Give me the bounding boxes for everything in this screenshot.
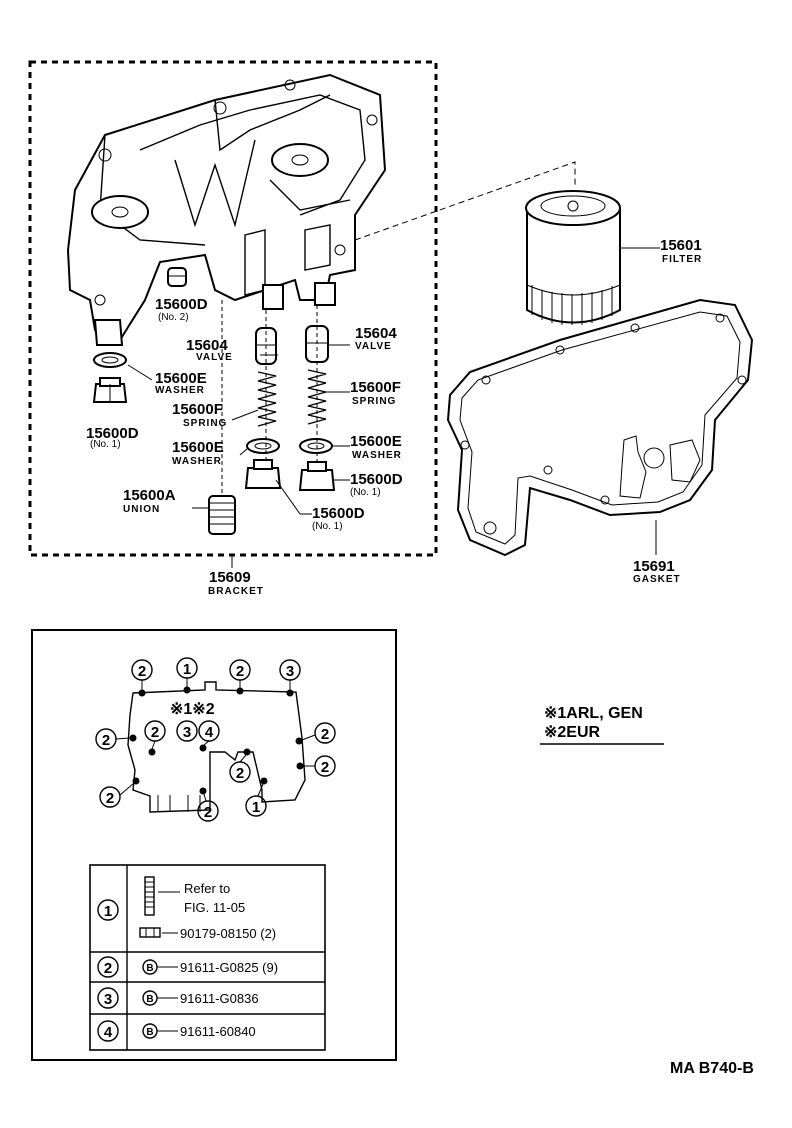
table-row1-line1: Refer to [184, 881, 230, 896]
part-15601-number: 15601 [660, 237, 702, 254]
callout-6: 3 [176, 720, 198, 742]
plug-no2-illustration [167, 267, 187, 287]
part-15604-right-desc: VALVE [355, 341, 392, 352]
part-15600E-right-number: 15600E [350, 433, 402, 450]
spring-left-illustration [257, 371, 277, 427]
svg-text:2: 2 [106, 790, 114, 807]
variant-mark: ※1※2 [170, 701, 215, 718]
part-15600D-no1-bottom-sub: (No. 1) [312, 521, 343, 532]
callout-7: 4 [198, 720, 220, 742]
svg-text:1: 1 [252, 799, 260, 816]
bolt-b-symbol-4: B [146, 1027, 153, 1038]
part-15600D-no2-number: 15600D [155, 296, 208, 313]
table-row1-part: 90179-08150 (2) [180, 926, 276, 941]
bolt-map-box [31, 629, 397, 1061]
table-key-4: 4 [104, 1024, 113, 1041]
bolt-holes [129, 686, 304, 795]
callout-14: 1 [245, 795, 267, 817]
svg-text:2: 2 [321, 759, 329, 776]
part-15609-number: 15609 [209, 569, 251, 586]
nut-icon [139, 927, 161, 938]
part-15600E-left1-desc: WASHER [155, 385, 205, 396]
callout-3: 2 [229, 659, 251, 681]
oil-filter-illustration [525, 190, 621, 325]
part-15600E-right-desc: WASHER [352, 450, 402, 461]
svg-text:2: 2 [236, 663, 244, 680]
part-15600F-right-number: 15600F [350, 379, 401, 396]
callout-1: 2 [131, 659, 153, 681]
table-key-3: 3 [104, 991, 112, 1008]
part-15600E-left1-number: 15600E [155, 370, 207, 387]
bolt-b-symbol-2: B [146, 963, 153, 974]
table-key-2: 2 [104, 960, 112, 977]
svg-text:4: 4 [205, 724, 214, 741]
figure-code: MA B740-B [670, 1060, 754, 1077]
part-15600A-desc: UNION [123, 504, 160, 515]
bracket-illustration [66, 73, 387, 346]
callout-12: 2 [99, 786, 121, 808]
table-key-1: 1 [104, 903, 112, 920]
part-15601-desc: FILTER [662, 254, 702, 265]
svg-text:2: 2 [151, 724, 159, 741]
callout-13: 2 [197, 800, 219, 822]
part-15604-left-number: 15604 [186, 337, 228, 354]
svg-text:2: 2 [236, 765, 244, 782]
part-15691-desc: GASKET [633, 574, 681, 585]
plug-no1-bottom-illustration [244, 459, 282, 489]
callout-4: 3 [279, 659, 301, 681]
svg-text:2: 2 [138, 663, 146, 680]
callout-8: 2 [95, 728, 117, 750]
plug-no1-right-illustration [298, 461, 336, 491]
part-15691-number: 15691 [633, 558, 675, 575]
svg-text:1: 1 [183, 661, 191, 678]
gasket-illustration [446, 298, 754, 557]
table-row4-part: 91611-60840 [180, 1024, 256, 1039]
part-15600D-no1-bottom-number: 15600D [312, 505, 365, 522]
note-line-2: ※2EUR [544, 724, 601, 741]
part-15600F-left-number: 15600F [172, 401, 223, 418]
spring-right-illustration [307, 369, 327, 425]
svg-text:2: 2 [102, 732, 110, 749]
washer-right-illustration [299, 438, 333, 454]
part-15600F-right-desc: SPRING [352, 396, 396, 407]
bracket-group-border [28, 60, 438, 557]
bolt-table: 1 Refer to FIG. 11-05 90179-08150 (2) 2 … [89, 864, 326, 1051]
bolt-b-symbol-3: B [146, 994, 153, 1005]
note-line-1: ※1ARL, GEN [544, 705, 643, 722]
callout-2: 1 [176, 657, 198, 679]
part-15600D-no2-sub: (No. 2) [158, 312, 189, 323]
part-15600D-no1-right-sub: (No. 1) [350, 487, 381, 498]
svg-text:2: 2 [321, 726, 329, 743]
union-illustration [208, 495, 236, 535]
callout-5: 2 [144, 720, 166, 742]
stud-bolt-icon [144, 876, 155, 916]
table-row2-part: 91611-G0825 (9) [180, 960, 278, 975]
part-15600D-no1-left-number: 15600D [86, 425, 139, 442]
callout-11: 2 [314, 755, 336, 777]
part-15604-left-desc: VALVE [196, 352, 233, 363]
svg-text:3: 3 [286, 663, 294, 680]
part-15609-desc: BRACKET [208, 586, 264, 597]
callout-9: 2 [314, 722, 336, 744]
plug-no1-left-illustration [92, 377, 128, 403]
table-row3-part: 91611-G0836 [180, 991, 259, 1006]
part-15600D-no1-right-number: 15600D [350, 471, 403, 488]
washer-left1-illustration [93, 352, 127, 368]
callout-10: 2 [229, 761, 251, 783]
washer-left2-illustration [246, 438, 280, 454]
part-15600D-no1-left-sub: (No. 1) [90, 439, 121, 450]
svg-text:3: 3 [183, 724, 191, 741]
part-15604-right-number: 15604 [355, 325, 397, 342]
bolt-map-outline [127, 681, 306, 813]
part-15600A-number: 15600A [123, 487, 176, 504]
svg-text:2: 2 [204, 804, 212, 821]
part-15600F-left-desc: SPRING [183, 418, 227, 429]
part-15600E-left2-desc: WASHER [172, 456, 222, 467]
part-15600E-left2-number: 15600E [172, 439, 224, 456]
table-row1-line2: FIG. 11-05 [184, 900, 245, 915]
